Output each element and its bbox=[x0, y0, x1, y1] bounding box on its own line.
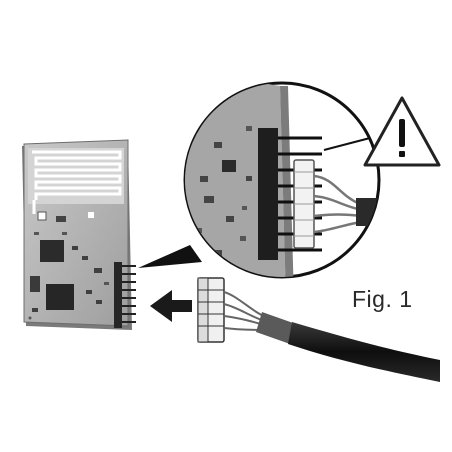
arrow-left-icon bbox=[150, 290, 192, 322]
zoom-detail-circle bbox=[183, 81, 381, 279]
radio-module-pcb bbox=[22, 139, 136, 330]
pcb-antenna-trace bbox=[28, 148, 124, 214]
figure-label: Fig. 1 bbox=[352, 286, 413, 312]
warning-triangle-icon bbox=[323, 96, 441, 167]
pcb-header-pins bbox=[114, 262, 136, 328]
pcb-components bbox=[28, 211, 109, 320]
zoom-callout-pointer bbox=[138, 245, 202, 268]
cable-assembly bbox=[197, 277, 440, 382]
